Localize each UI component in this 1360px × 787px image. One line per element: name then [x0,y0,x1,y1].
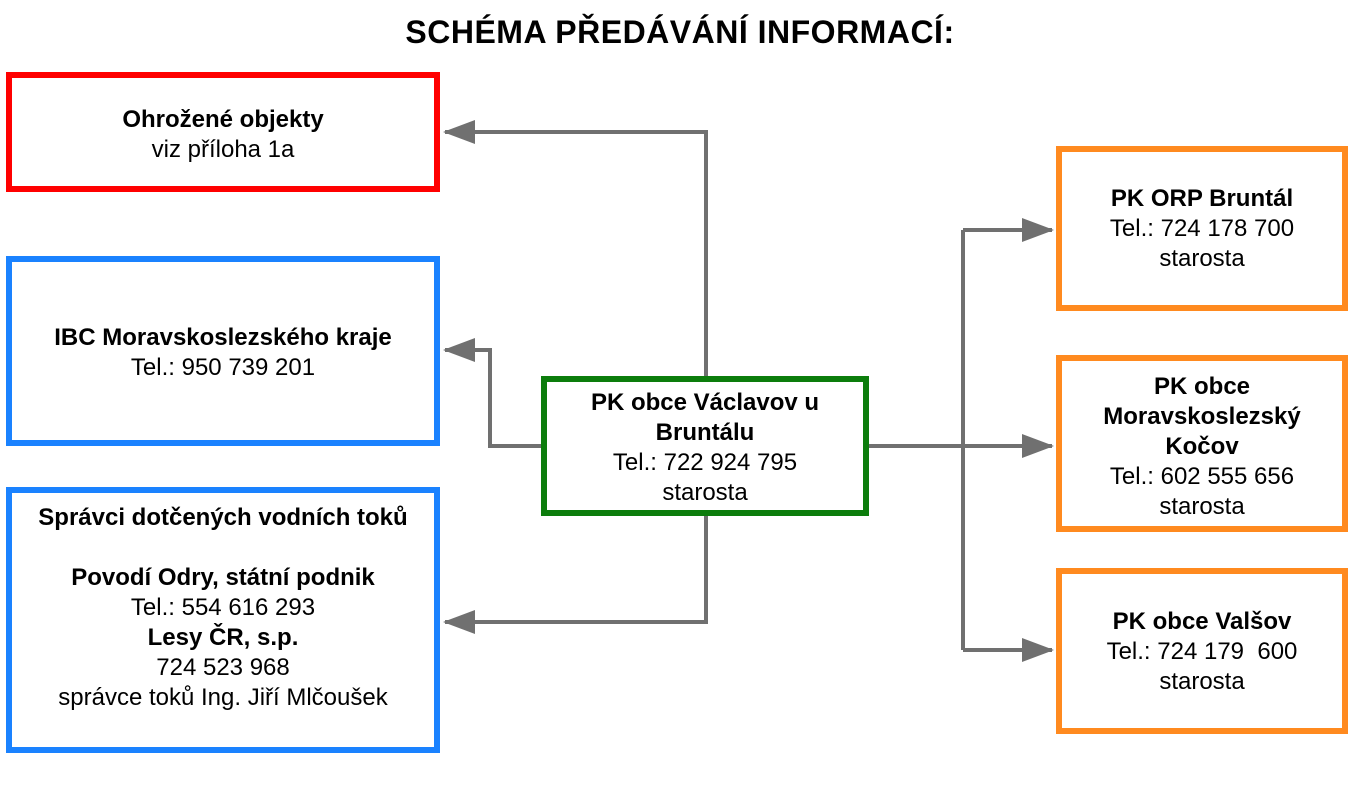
valsov-heading: PK obce Valšov [1112,608,1292,635]
spravci-org2-phone: 724 523 968 [156,654,290,681]
center-role: starosta [662,479,748,506]
ohrozene-note: viz příloha 1a [151,136,295,163]
kocov-heading-line3: Kočov [1165,433,1239,460]
spravci-org2-name: Lesy ČR, s.p. [147,624,299,651]
valsov-phone: Tel.: 724 179 600 [1106,638,1298,665]
ohrozene-heading: Ohrožené objekty [122,106,324,133]
orp-role: starosta [1159,245,1245,272]
spravci-org2-contact: správce toků Ing. Jiří Mlčoušek [58,684,388,711]
valsov-role: starosta [1159,668,1245,695]
spravci-org1-phone: Tel.: 554 616 293 [130,594,316,621]
box-pk-obce-kocov: PK obce Moravskoslezský Kočov Tel.: 602 … [1056,355,1348,532]
center-heading-line2: Bruntálu [655,419,755,446]
kocov-heading-line1: PK obce [1153,373,1251,400]
arrow-to-ibc [443,338,542,448]
ibc-heading: IBC Moravskoslezského kraje [54,324,392,351]
spravci-org1-name: Povodí Odry, státní podnik [71,564,375,591]
box-ohrozene-objekty: Ohrožené objekty viz příloha 1a [6,72,440,192]
arrow-to-ohrozene [443,120,708,378]
diagram-title: SCHÉMA PŘEDÁVÁNÍ INFORMACÍ: [405,14,955,50]
box-pk-obce-vaclavov: PK obce Václavov u Bruntálu Tel.: 722 92… [541,376,869,516]
orp-heading: PK ORP Bruntál [1110,185,1294,212]
center-heading-line1: PK obce Václavov u [590,389,820,416]
box-spravci-toku: Správci dotčených vodních toků Povodí Od… [6,487,440,753]
center-phone: Tel.: 722 924 795 [612,449,798,476]
box-pk-obce-valsov: PK obce Valšov Tel.: 724 179 600 starost… [1056,568,1348,734]
kocov-role: starosta [1159,493,1245,520]
box-pk-orp-bruntal: PK ORP Bruntál Tel.: 724 178 700 starost… [1056,146,1348,311]
spravci-heading: Správci dotčených vodních toků [38,504,408,531]
kocov-heading-line2: Moravskoslezský [1103,403,1301,430]
orp-phone: Tel.: 724 178 700 [1109,215,1295,242]
kocov-phone: Tel.: 602 555 656 [1109,463,1295,490]
arrow-to-spravci [443,515,708,634]
ibc-phone: Tel.: 950 739 201 [130,354,316,381]
box-ibc: IBC Moravskoslezského kraje Tel.: 950 73… [6,256,440,446]
